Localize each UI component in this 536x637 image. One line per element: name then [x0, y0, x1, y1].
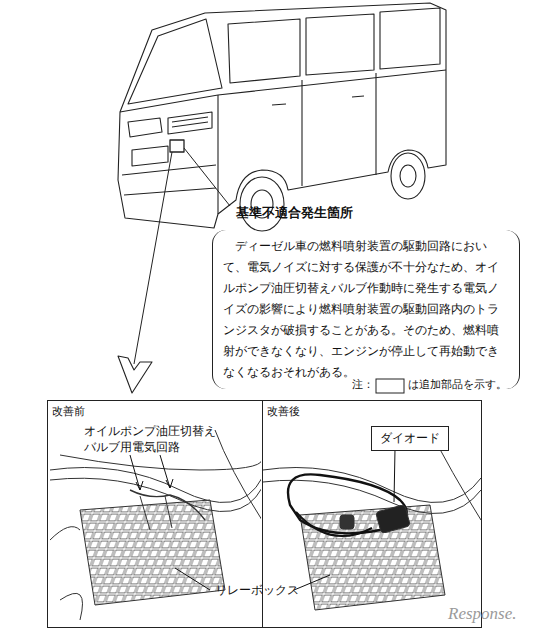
description-box: ディーゼル車の燃料噴射装置の駆動回路において、電気ノイズに対する保護が不十分なた…: [212, 230, 520, 389]
legend-sample-box: [376, 379, 404, 393]
note-prefix: 注：: [352, 378, 374, 392]
watermark: Response.: [448, 603, 516, 625]
node-text: ディーゼル車の燃料噴射装置の駆動回路において、電気ノイズに対する保護が不十分なた…: [223, 236, 509, 383]
node-text: ダイオード: [380, 430, 440, 447]
added-part-box: ダイオード: [371, 426, 449, 451]
node-text: 改善後: [267, 404, 300, 419]
location-heading: 基準不適合発生箇所: [236, 205, 353, 222]
part-label: リレーボックス: [215, 583, 299, 599]
part-label: オイルポンプ油圧切替え バルブ用電気回路: [84, 424, 224, 455]
node-text: 改善前: [52, 404, 85, 419]
note-text: は追加部品を示す。: [408, 378, 507, 392]
